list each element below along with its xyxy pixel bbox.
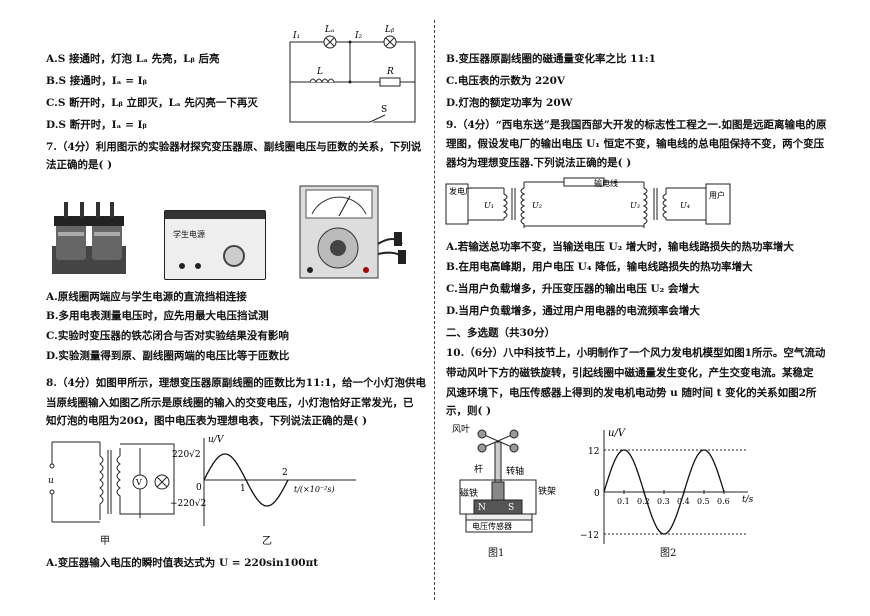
- power-supply-label: 学生电源: [173, 230, 205, 239]
- fig-b-caption: 乙: [262, 536, 272, 547]
- q9-option-b: B.在用电高峰期，用户电压 U₄ 降低，输电线路损失的热功率增大: [446, 261, 753, 273]
- label-i1: I₁: [292, 31, 300, 41]
- fig2-xlabel: t/s: [742, 495, 754, 505]
- transformer-photo: [52, 202, 126, 274]
- series-line: [603, 449, 725, 535]
- fig-b-bottom-label: −220√2: [170, 498, 206, 509]
- q9-stem-line1: 9.（4分）“西电东送”是我国西部大开发的标志性工程之一.如图是远距离输电的原: [446, 119, 827, 131]
- q8-figure-b-chart: u/V 220√2 −220√2 0 1 2 t/(×10⁻²s): [170, 435, 356, 526]
- x-tick-label: 0.1: [617, 497, 630, 506]
- q6-option-b: B.S 接通时，Iₐ = Iᵦ: [46, 75, 147, 87]
- fig2-zero: 0: [594, 489, 600, 499]
- label-i2: I₂: [354, 31, 363, 41]
- q9-transmission-diagram: 发电厂 输电线 用户 U₁ U₂ U₃ U₄: [445, 177, 731, 228]
- fig1-s-label: S: [508, 503, 514, 513]
- label-la: Lₐ: [324, 25, 334, 35]
- label-s: S: [381, 105, 387, 115]
- q7-option-b: B.多用电表测量电压时，应先用最大电压挡试测: [46, 310, 269, 322]
- q7-option-d: D.实验测量得到原、副线圈两端的电压比等于匝数比: [46, 350, 290, 362]
- x-tick-label: 0.3: [657, 497, 670, 506]
- q9-u1: U₁: [484, 201, 494, 210]
- q9-u2: U₂: [532, 201, 542, 210]
- x-tick-label: 0.5: [697, 497, 710, 506]
- fig-b-ylabel: u/V: [208, 435, 225, 445]
- q7-option-a: A.原线圈两端应与学生电源的直流挡相连接: [46, 291, 247, 303]
- label-r: R: [386, 67, 394, 77]
- series-line: [203, 453, 289, 507]
- section-2-heading: 二、多选题（共30分）: [446, 327, 556, 339]
- fig2-caption: 图2: [660, 548, 677, 559]
- fig1-sensor-label: 电压传感器: [472, 521, 512, 531]
- fig2-y-bottom: −12: [580, 531, 599, 541]
- q10-stem-line1: 10.（6分）八中科技节上，小明制作了一个风力发电机模型如图1所示。空气流动: [446, 347, 826, 359]
- q10-stem-line3: 风速环境下，电压传感器上得到的发电机电动势 u 随时间 t 变化的关系如图2所: [446, 387, 817, 399]
- q9-option-c: C.当用户负载增多，升压变压器的输出电压 U₂ 会增大: [446, 283, 700, 295]
- q6-option-a: A.S 接通时，灯泡 Lₐ 先亮，Lᵦ 后亮: [46, 53, 220, 65]
- q9-option-d: D.当用户负载增多，通过用户用电器的电流频率会增大: [446, 305, 700, 317]
- label-lb: Lᵦ: [384, 25, 395, 35]
- q7-option-c: C.实验时变压器的铁芯闭合与否对实验结果没有影响: [46, 330, 289, 342]
- power-supply-photo: 学生电源: [164, 210, 266, 280]
- fig-a-u-label: u: [48, 476, 54, 486]
- q9-user-label: 用户: [709, 190, 725, 200]
- q10-stem-line2: 带动风叶下方的磁铁旋转，引起线圈中磁通量发生变化，产生交变电流。某稳定: [446, 367, 814, 379]
- x-tick-label: 0.2: [637, 497, 650, 506]
- q9-line-label: 输电线: [594, 178, 618, 188]
- fig-b-xlabel: t/(×10⁻²s): [294, 485, 335, 494]
- fig-a-caption: 甲: [100, 536, 110, 547]
- fig1-fan-label: 风叶: [452, 424, 470, 435]
- column-divider: [434, 20, 435, 600]
- q7-stem-line2: 法正确的是( ): [46, 159, 113, 171]
- label-l: L: [316, 67, 323, 77]
- fig-b-tick-2: 2: [282, 468, 288, 478]
- fig-b-zero: 0: [196, 483, 202, 493]
- q10-stem-line4: 示，则( ): [446, 405, 492, 417]
- power-knob: [223, 245, 245, 267]
- q8-option-b: B.变压器原副线圈的磁通量变化率之比 11:1: [446, 53, 656, 65]
- q9-u3: U₃: [630, 201, 640, 210]
- fig-a-voltmeter: V: [135, 478, 142, 487]
- fig1-n-label: N: [478, 503, 486, 513]
- fig-b-top-label: 220√2: [172, 449, 201, 460]
- q8-option-a: A.变压器输入电压的瞬时值表达式为 U = 220sin100πt: [46, 557, 319, 569]
- q8-stem-line2: 当原线圈输入如图乙所示是原线圈的输入的交变电压，小灯泡恰好正常发光，已: [46, 397, 414, 409]
- q8-stem-line1: 8.（4分）如图甲所示，理想变压器原副线圈的匝数比为11:1，给一个小灯泡供电: [46, 377, 427, 389]
- q7-stem-line1: 7.（4分）利用图示的实验器材探究变压器原、副线圈电压与匝数的关系，下列说: [46, 141, 422, 153]
- fig1-rod-label: 杆: [474, 463, 483, 475]
- q6-option-c: C.S 断开时，Lᵦ 立即灭，Lₐ 先闪亮一下再灭: [46, 97, 258, 109]
- q8-option-c: C.电压表的示数为 220V: [446, 75, 566, 87]
- q10-figure-1: 风叶 杆 转轴 磁铁 N S 铁架 电压传感器: [452, 424, 556, 533]
- q8-figure-a: u V: [48, 441, 175, 523]
- q6-circuit-diagram: I₁ Lₐ I₂ Lᵦ L R S: [289, 25, 416, 124]
- multimeter-photo: [299, 185, 406, 279]
- q6-option-d: D.S 断开时，Iₐ = Iᵦ: [46, 119, 147, 131]
- fig-b-tick-1: 1: [240, 484, 246, 494]
- x-tick-label: 0.4: [677, 497, 690, 506]
- q9-option-a: A.若输送总功率不变，当输送电压 U₂ 增大时，输电线路损失的热功率增大: [446, 241, 794, 253]
- fig2-y-top: 12: [588, 447, 599, 457]
- fig1-magnet-label: 磁铁: [460, 487, 478, 499]
- fig2-ylabel: u/V: [608, 428, 627, 439]
- fig1-shaft-label: 转轴: [506, 465, 524, 477]
- q9-u4: U₄: [680, 201, 690, 210]
- fig1-caption: 图1: [488, 548, 505, 559]
- q9-stem-line3: 器均为理想变压器.下列说法正确的是( ): [446, 157, 632, 169]
- q8-stem-line3: 知灯泡的电阻为20Ω，图中电压表为理想电表，下列说法正确的是( ): [46, 415, 368, 427]
- x-tick-label: 0.6: [717, 497, 730, 506]
- q9-stem-line2: 理图，假设发电厂的输出电压 U₁ 恒定不变，输电线的总电阻保持不变，两个变压: [446, 138, 825, 150]
- fig1-frame-label: 铁架: [538, 485, 556, 497]
- q8-option-d: D.灯泡的额定功率为 20W: [446, 97, 573, 109]
- q10-figure-2-chart: u/V 12 −12 0 t/s 0.1 0.2 0.3 0.4 0.5 0.6: [580, 428, 754, 544]
- q9-plant-label: 发电厂: [449, 186, 473, 196]
